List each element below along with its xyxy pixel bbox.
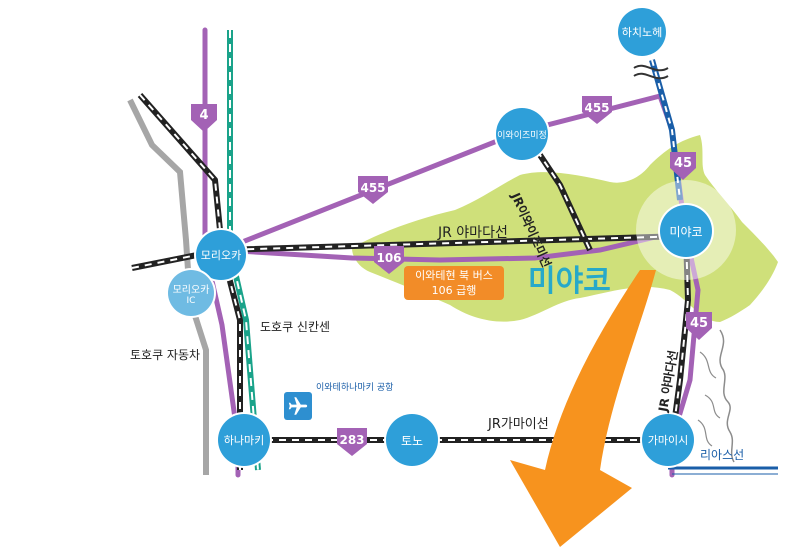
city-kamaishi[interactable]: 가마이시 [642, 414, 694, 466]
destination-label: 미야코 [528, 264, 611, 299]
route-4-shield: 4 [187, 100, 221, 134]
city-morioka-ic[interactable]: 모리오카 IC [168, 270, 214, 316]
break-mark [633, 64, 669, 80]
route-45-upper-shield: 45 [666, 148, 700, 182]
airport-label: 이와테하나마키 공항 [316, 383, 394, 393]
route-106-shield: 106 [372, 242, 406, 276]
route-455-upper-shield: 455 [580, 92, 614, 126]
route-283-shield: 283 [335, 424, 369, 458]
route-455-left-shield: 455 [356, 172, 390, 206]
direction-arrow-icon [510, 270, 656, 547]
jr-kamaishi-label: JR가마이선 [488, 417, 549, 432]
bus-badge-line2: 106 급행 [431, 284, 477, 297]
city-tono[interactable]: 토노 [386, 414, 438, 466]
city-hachinohe[interactable]: 하치노헤 [618, 8, 666, 56]
airplane-icon [284, 392, 312, 420]
city-iwaizumi[interactable]: 이와이즈미정 [496, 108, 548, 160]
bus-badge: 이와테현 북 버스 106 급행 [404, 266, 504, 300]
rias-line-label: 리아스선 [700, 448, 745, 462]
city-miyako[interactable]: 미야코 [660, 205, 712, 257]
shinkansen-label: 도호쿠 신칸센 [260, 320, 331, 334]
city-morioka[interactable]: 모리오카 [196, 230, 246, 280]
jr-yamada-label: JR 야마다선 [438, 225, 508, 241]
coastline-detail [697, 351, 721, 447]
route-45-lower-shield: 45 [682, 308, 716, 342]
bus-badge-line1: 이와테현 북 버스 [415, 269, 493, 282]
city-hanamaki[interactable]: 하나마키 [218, 414, 270, 466]
coastline [719, 329, 735, 463]
expressway-label: 토호쿠 자동차 [130, 348, 201, 362]
expressway [127, 98, 209, 475]
